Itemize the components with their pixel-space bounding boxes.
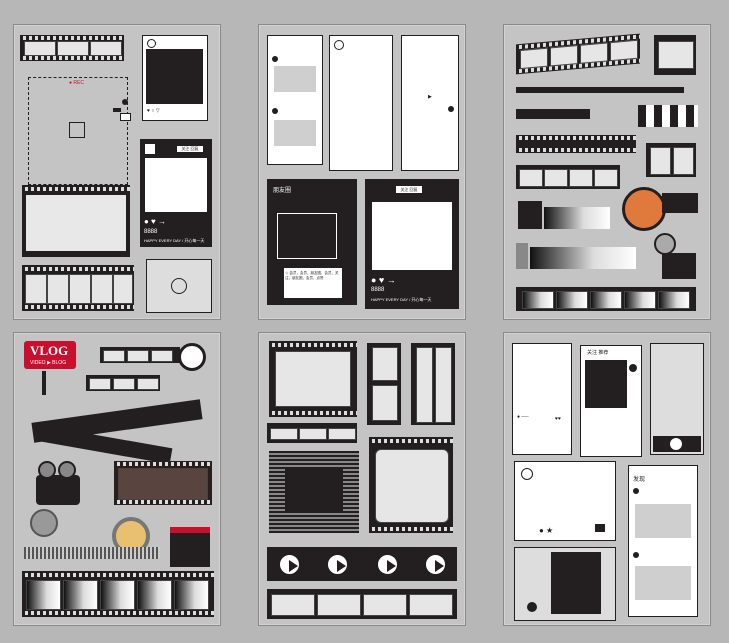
film-strip-thin <box>516 87 684 93</box>
tripod-icon <box>42 371 46 395</box>
film-strip-gradient <box>530 247 636 269</box>
moments-post-frame: 朋友圈 ☆ 会员，会员，朋友圈，会员，关注，朋友圈，会员，点赞 <box>267 179 357 305</box>
phone-feed-frame: 发现 <box>628 465 698 617</box>
phone-feed-frame <box>267 35 323 165</box>
film-strip <box>22 265 134 311</box>
likes-count: 8888 <box>371 287 385 293</box>
movie-camera-icon <box>36 475 80 505</box>
film-strip <box>86 375 160 391</box>
film-strip <box>267 423 357 443</box>
film-frame-pair <box>646 143 696 177</box>
sticker-sheet-vlog: VLOG VIDEO ▶ BLOG <box>13 332 221 626</box>
follow-button: 关注 回复 <box>176 145 204 153</box>
film-strip-gradient <box>544 207 610 229</box>
like-icon: ♥ ○ ▽ <box>147 108 160 114</box>
wavy-film-strip <box>516 287 696 311</box>
play-icon: ▶ <box>428 94 432 100</box>
film-strip-dotted <box>24 547 160 559</box>
rec-label: ● REC <box>69 80 84 86</box>
header-tab: 发现 <box>633 477 646 483</box>
phone-video-frame: ▶ <box>401 35 459 171</box>
film-frame <box>369 437 453 533</box>
film-strip-vertical <box>367 343 401 425</box>
profile-card-frame: ● ★ <box>514 461 616 541</box>
vlog-sign: VLOG VIDEO ▶ BLOG <box>24 341 76 369</box>
post-card: 关注 回复 ● ♥ → 8888 HAPPY EVERY DAY / 开心每一天 <box>365 179 459 309</box>
nav-tabs: 关注 推荐 <box>587 350 609 356</box>
film-strip <box>516 135 636 153</box>
avatar-icon <box>521 468 533 480</box>
film-reel-clapper-icon <box>654 233 676 255</box>
tunnel-frame <box>269 451 359 533</box>
avatar-icon <box>147 39 156 48</box>
film-strip <box>20 35 124 61</box>
play-button-icon <box>325 552 350 577</box>
likes-count: 8888 <box>144 229 158 235</box>
sticker-sheet-film-strips <box>503 24 711 320</box>
play-button-icon <box>375 552 400 577</box>
phone-profile-frame <box>329 35 393 171</box>
heart-icon: ♥♥ <box>555 416 561 422</box>
vlog-title: VLOG <box>30 343 69 358</box>
film-frame <box>269 341 357 417</box>
play-button-icon <box>277 552 302 577</box>
vlog-subtitle: VIDEO ▶ BLOG <box>30 360 67 366</box>
film-strip <box>100 347 180 363</box>
film-reel-icon <box>30 509 58 537</box>
battery-icon <box>113 108 121 112</box>
follow-button: 关注 回复 <box>395 185 423 194</box>
moments-caption: ☆ 会员，会员，朋友圈，会员，关注，朋友圈，会员，点赞 <box>285 271 339 280</box>
record-dot-icon <box>122 99 128 105</box>
reaction-icons: ● ♥ → <box>144 217 167 226</box>
back-label: 朋友圈 <box>273 188 292 194</box>
film-canister-icon <box>516 243 528 269</box>
viewfinder-small <box>146 259 212 313</box>
post-caption: HAPPY EVERY DAY / 开心每一天 <box>144 238 205 243</box>
post-card: 关注 回复 ● ♥ → 8888 HAPPY EVERY DAY / 开心每一天 <box>140 139 212 247</box>
reaction-icons: ● ♥ → <box>371 275 396 285</box>
star-icon: ● ★ <box>539 526 554 535</box>
phone-live-frame: 关注 推荐 <box>580 345 642 457</box>
sticker-sheet-phone-frames: ▶ 朋友圈 ☆ 会员，会员，朋友圈，会员，关注，朋友圈，会员，点赞 关注 回复 … <box>258 24 466 320</box>
film-strip <box>267 589 457 619</box>
curved-film-strip <box>516 33 640 75</box>
post-caption: HAPPY EVERY DAY / 开心每一天 <box>371 297 432 302</box>
camera-viewfinder: ● REC <box>28 77 128 185</box>
phone-camera-frame <box>650 343 704 455</box>
film-strip-angled <box>516 109 590 119</box>
clapperboard-icon <box>662 253 696 279</box>
film-reel-icon <box>178 343 206 371</box>
film-strip-gradient <box>22 571 214 617</box>
video-call-frame <box>514 547 616 621</box>
film-reel-icon <box>622 187 666 231</box>
clapper-bar <box>638 105 698 127</box>
film-frame-brown <box>114 461 212 505</box>
sticker-sheet-social-frames: ♥ ○ ▽ ● REC 关注 回复 ● ♥ → 8888 HAPPY EVERY… <box>13 24 221 320</box>
video-player-frame <box>22 185 130 257</box>
film-strip-vertical <box>411 343 455 425</box>
film-strip-short <box>662 193 698 213</box>
play-button-strip <box>267 547 457 581</box>
sticker-sheet-film-frames <box>258 332 466 626</box>
play-button-icon <box>423 552 448 577</box>
film-canister-icon <box>518 201 542 229</box>
film-frame <box>654 35 696 75</box>
phone-post-frame: ♥ ○ ▽ <box>142 35 208 121</box>
clapperboard-icon <box>170 527 210 567</box>
film-strip <box>516 165 620 189</box>
phone-video-frame: ● ── ♥♥ <box>512 343 572 455</box>
sticker-sheet-phone-screens: ● ── ♥♥ 关注 推荐 ● ★ 发现 <box>503 332 711 626</box>
